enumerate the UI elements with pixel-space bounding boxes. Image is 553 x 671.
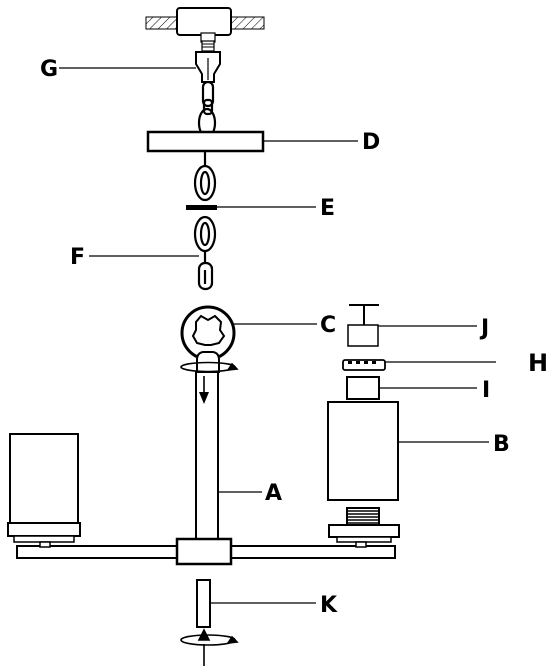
loop-ring: [180, 305, 236, 373]
socket-holder: [328, 507, 400, 548]
label-i: I: [482, 378, 490, 403]
label-j: J: [479, 316, 489, 341]
bulb-j: [347, 304, 379, 347]
socket-i: [346, 376, 380, 400]
bottom-finial-k: [196, 579, 211, 628]
shade-ring-h: [342, 359, 386, 371]
label-b: B: [493, 432, 510, 457]
label-a: A: [265, 481, 282, 506]
rotation-arrow-bottom: [180, 628, 239, 666]
label-f: F: [70, 245, 85, 270]
chain-link-e: [186, 205, 217, 210]
upper-chain: [197, 80, 217, 139]
threaded-rod: [201, 40, 215, 52]
glass-shade-b: [327, 401, 399, 501]
label-h: H: [528, 349, 548, 377]
label-d: D: [362, 130, 380, 155]
label-e: E: [320, 196, 335, 221]
center-rod: [195, 371, 219, 541]
canopy-plate: [146, 130, 265, 153]
ceiling-mount: [145, 7, 265, 83]
leader-lines: [59, 67, 496, 604]
ceiling-canopy: [176, 7, 232, 36]
label-g: G: [40, 57, 58, 82]
lower-chain: [193, 151, 217, 291]
label-k: K: [320, 593, 338, 618]
label-c: C: [320, 313, 336, 338]
left-lamp: [7, 433, 81, 548]
center-hub: [175, 537, 233, 566]
